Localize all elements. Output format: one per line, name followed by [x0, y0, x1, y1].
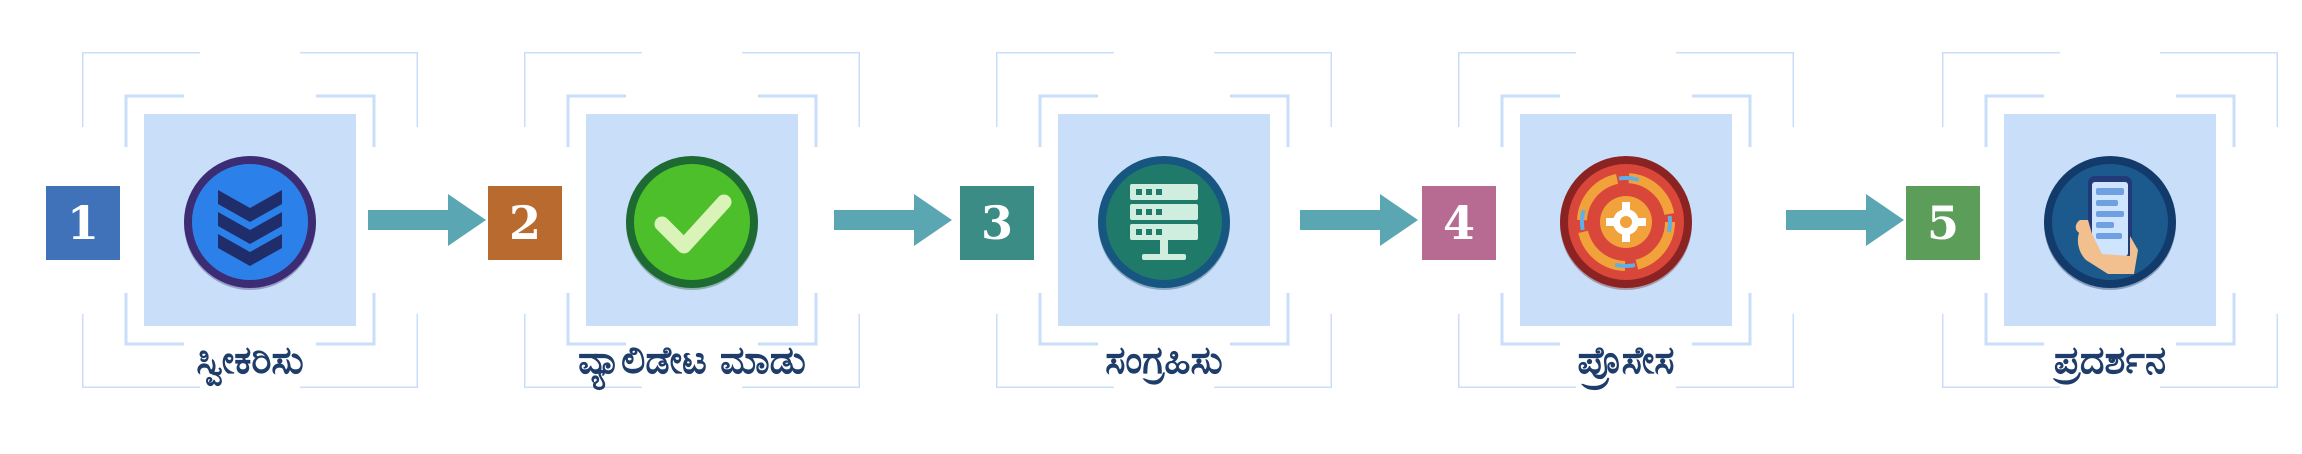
arrow-right-icon — [368, 194, 486, 246]
corner-frame — [1458, 52, 1794, 388]
step-label: ವ್ಯಾಲಿಡೇಟ ಮಾಡು — [578, 338, 806, 382]
arrow-right-icon — [834, 194, 952, 246]
step-number-badge: 4 — [1422, 186, 1496, 260]
step-label: ಸ್ವೀಕರಿಸು — [196, 338, 304, 382]
step-number-badge: 2 — [488, 186, 562, 260]
gear-cycle-icon — [1560, 156, 1692, 290]
corner-frame — [524, 52, 860, 388]
arrow-right-icon — [1300, 194, 1418, 246]
step-process: 4 ಪ್ರೊಸೇಸ — [1422, 52, 1794, 388]
step-number-badge: 3 — [960, 186, 1034, 260]
corner-frame — [82, 52, 418, 388]
server-rack-icon — [1098, 156, 1230, 290]
stack-layers-icon — [184, 156, 316, 290]
step-receive: 1 ಸ್ವೀಕರಿಸು — [46, 52, 418, 388]
step-label: ಪ್ರದರ್ಶನ — [2053, 338, 2167, 382]
corner-frame — [1942, 52, 2278, 388]
step-store: 3 ಸಂಗ್ರಹಿಸು — [960, 52, 1332, 388]
phone-in-hand-icon — [2044, 156, 2176, 290]
step-display: 5 ಪ್ರದರ್ಶನ — [1906, 52, 2278, 388]
step-validate: 2 ವ್ಯಾಲಿಡೇಟ ಮಾಡು — [488, 52, 860, 388]
corner-frame — [996, 52, 1332, 388]
step-label: ಸಂಗ್ರಹಿಸು — [1105, 338, 1223, 382]
arrow-right-icon — [1786, 194, 1904, 246]
step-label: ಪ್ರೊಸೇಸ — [1577, 338, 1675, 382]
checkmark-icon — [626, 156, 758, 290]
step-number-badge: 5 — [1906, 186, 1980, 260]
step-number-badge: 1 — [46, 186, 120, 260]
